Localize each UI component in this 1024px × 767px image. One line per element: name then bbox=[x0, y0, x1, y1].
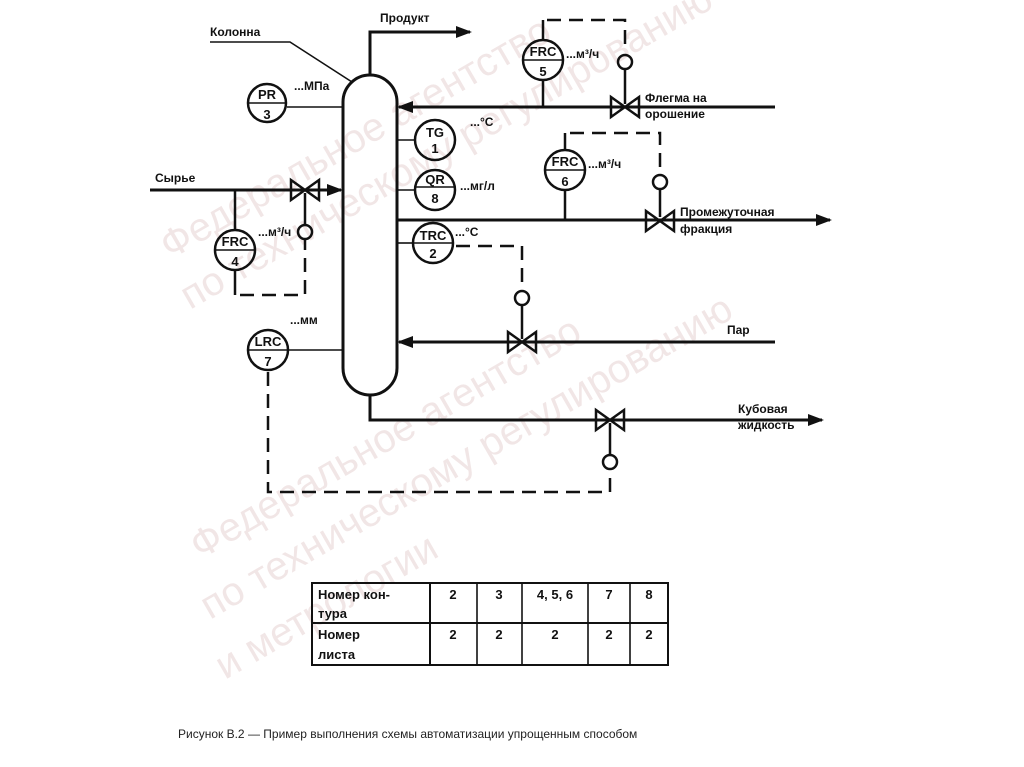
svg-text:2: 2 bbox=[495, 627, 502, 642]
svg-text:7: 7 bbox=[264, 354, 271, 369]
svg-text:Номер кон-: Номер кон- bbox=[318, 587, 390, 602]
svg-text:1: 1 bbox=[431, 141, 438, 156]
svg-text:6: 6 bbox=[561, 174, 568, 189]
svg-text:8: 8 bbox=[645, 587, 652, 602]
svg-text:8: 8 bbox=[431, 191, 438, 206]
instrument-lrc7: LRC 7 bbox=[246, 328, 290, 372]
steam-label: Пар bbox=[727, 323, 750, 337]
svg-text:FRC: FRC bbox=[222, 234, 249, 249]
actuator-icon bbox=[601, 453, 619, 471]
bottoms-label-1: Кубовая bbox=[738, 402, 788, 416]
svg-text:LRC: LRC bbox=[255, 334, 282, 349]
valve-icon bbox=[289, 177, 321, 203]
actuator-icon bbox=[651, 173, 669, 191]
frc6-unit: ...м³/ч bbox=[588, 157, 621, 171]
svg-text:2: 2 bbox=[645, 627, 652, 642]
qr8-unit: ...мг/л bbox=[460, 179, 495, 193]
svg-text:2: 2 bbox=[551, 627, 558, 642]
svg-text:4: 4 bbox=[231, 254, 239, 269]
contour-table: Номер кон- тура Номер листа 2 3 4, 5, 6 … bbox=[311, 582, 669, 666]
instrument-pr3: PR 3 bbox=[246, 82, 288, 124]
svg-text:TRC: TRC bbox=[420, 228, 447, 243]
product-line bbox=[368, 26, 472, 75]
svg-text:2: 2 bbox=[449, 587, 456, 602]
instrument-trc2: TRC 2 bbox=[411, 221, 455, 265]
frc5-unit: ...м³/ч bbox=[566, 47, 599, 61]
bottoms-line bbox=[368, 395, 824, 426]
bottoms-label-2: жидкость bbox=[737, 418, 794, 432]
figure-caption: Рисунок В.2 — Пример выполнения схемы ав… bbox=[178, 727, 637, 741]
reflux-label-1: Флегма на bbox=[645, 91, 707, 105]
valve-icon bbox=[644, 208, 676, 234]
valve-icon bbox=[594, 407, 626, 433]
actuator-icon bbox=[296, 223, 314, 241]
trc2-unit: ...°C bbox=[455, 225, 479, 239]
instrument-frc6: FRC 6 bbox=[543, 148, 587, 192]
svg-text:2: 2 bbox=[449, 627, 456, 642]
intermediate-label-2: фракция bbox=[680, 222, 732, 236]
feed-label: Сырье bbox=[155, 171, 196, 185]
pr3-unit: ...МПа bbox=[294, 79, 330, 93]
svg-text:по техническому регулированию: по техническому регулированию bbox=[173, 0, 721, 318]
svg-text:3: 3 bbox=[263, 107, 270, 122]
svg-text:3: 3 bbox=[495, 587, 502, 602]
svg-text:PR: PR bbox=[258, 87, 277, 102]
svg-text:листа: листа bbox=[318, 647, 356, 662]
valve-icon bbox=[506, 329, 538, 355]
valve-icon bbox=[609, 94, 641, 120]
svg-text:QR: QR bbox=[425, 172, 445, 187]
column-leader-line bbox=[210, 41, 353, 83]
product-label: Продукт bbox=[380, 11, 430, 25]
instrument-frc5: FRC 5 bbox=[521, 38, 565, 82]
column-label: Колонна bbox=[210, 25, 261, 39]
svg-text:тура: тура bbox=[318, 606, 348, 621]
actuator-icon bbox=[513, 289, 531, 307]
svg-text:TG: TG bbox=[426, 125, 444, 140]
instrument-tg1: TG 1 bbox=[413, 118, 457, 162]
reflux-label-2: орошение bbox=[645, 107, 705, 121]
frc4-unit: ...м³/ч bbox=[258, 225, 291, 239]
svg-text:5: 5 bbox=[539, 64, 546, 79]
instrument-frc4: FRC 4 bbox=[213, 228, 257, 272]
svg-text:2: 2 bbox=[605, 627, 612, 642]
svg-text:FRC: FRC bbox=[552, 154, 579, 169]
lrc7-unit: ...мм bbox=[290, 313, 318, 327]
svg-text:7: 7 bbox=[605, 587, 612, 602]
svg-text:4, 5, 6: 4, 5, 6 bbox=[537, 587, 573, 602]
tg1-unit: ...°C bbox=[470, 115, 494, 129]
intermediate-label-1: Промежуточная bbox=[680, 205, 775, 219]
instrument-qr8: QR 8 bbox=[413, 168, 457, 212]
svg-text:2: 2 bbox=[429, 246, 436, 261]
svg-text:Номер: Номер bbox=[318, 627, 360, 642]
svg-text:FRC: FRC bbox=[530, 44, 557, 59]
